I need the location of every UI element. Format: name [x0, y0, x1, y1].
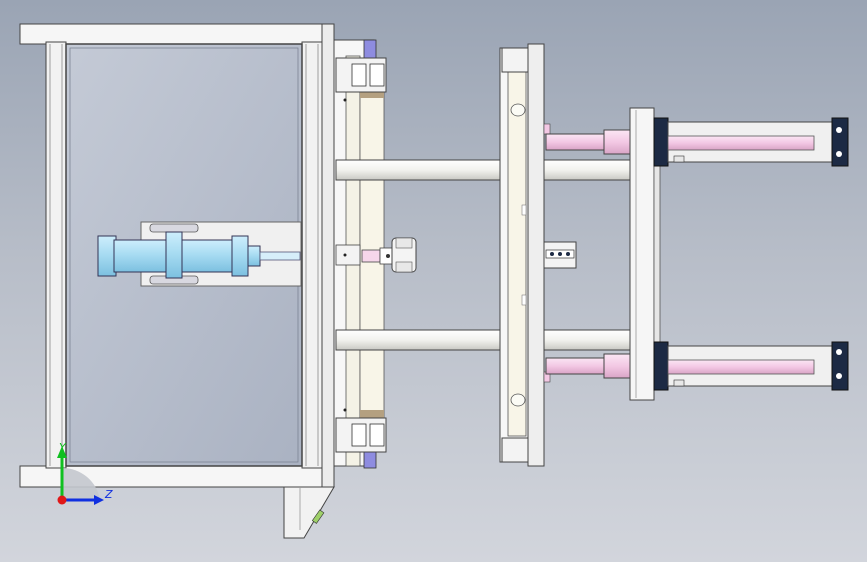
hydraulic-cylinder[interactable]	[97, 221, 302, 287]
orientation-triad	[57, 446, 104, 505]
z-axis-arrow-icon	[62, 495, 104, 505]
guide-rod-upper[interactable]	[335, 159, 631, 181]
triad-z-label: Z	[105, 488, 113, 501]
middle-vertical-plate[interactable]	[499, 43, 577, 467]
clevis-joint[interactable]	[361, 237, 417, 273]
y-axis-arrow-icon	[57, 446, 67, 500]
pneumatic-cylinder-upper[interactable]	[545, 117, 849, 167]
triad-y-label: Y	[59, 441, 66, 454]
x-axis-origin-icon	[57, 495, 67, 505]
pneumatic-cylinder-lower[interactable]	[545, 341, 849, 391]
guide-rod-lower[interactable]	[335, 329, 631, 351]
